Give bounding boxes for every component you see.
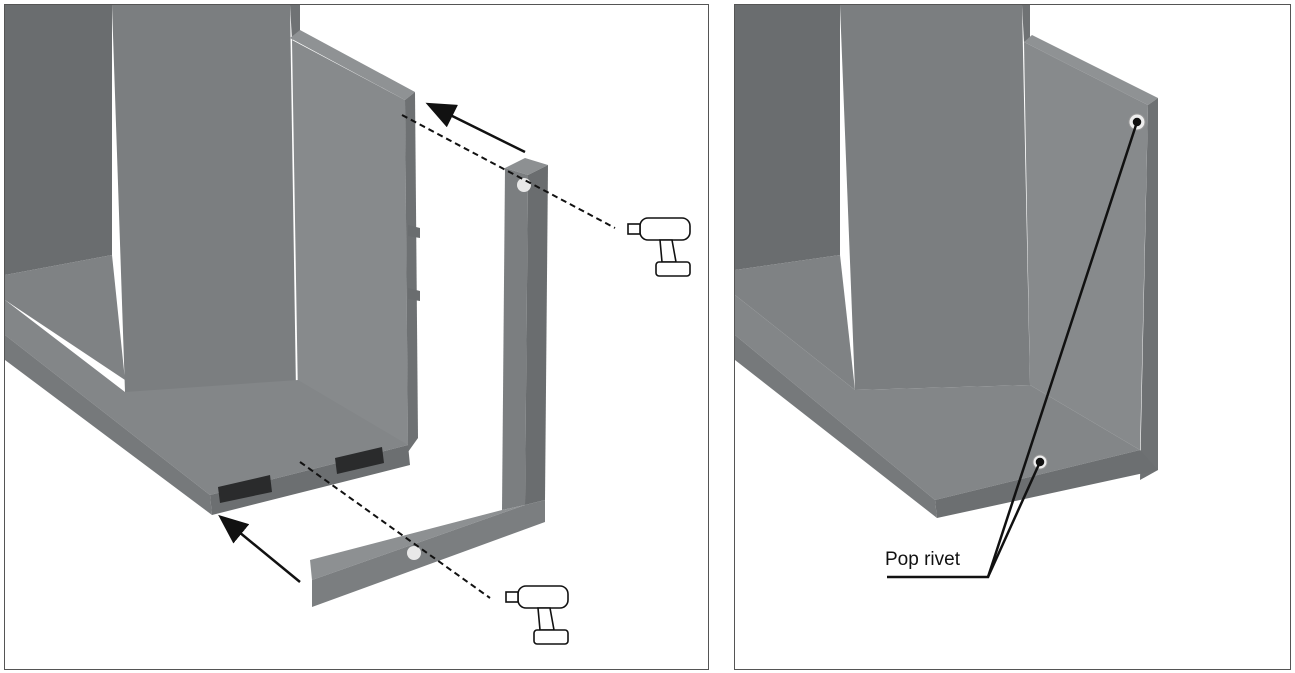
drill-icon <box>505 585 569 645</box>
pop-rivet-label: Pop rivet <box>885 549 960 570</box>
arrow-icon <box>218 514 301 583</box>
drill-icon <box>627 217 691 277</box>
frame-assembly-left <box>5 5 691 645</box>
l-bracket <box>505 158 548 175</box>
rivet-hole <box>407 546 421 560</box>
arrow-icon <box>425 102 526 154</box>
frame-assembly-right <box>735 5 1158 518</box>
callout-leader <box>887 117 1142 579</box>
rivet-hole <box>517 178 531 192</box>
